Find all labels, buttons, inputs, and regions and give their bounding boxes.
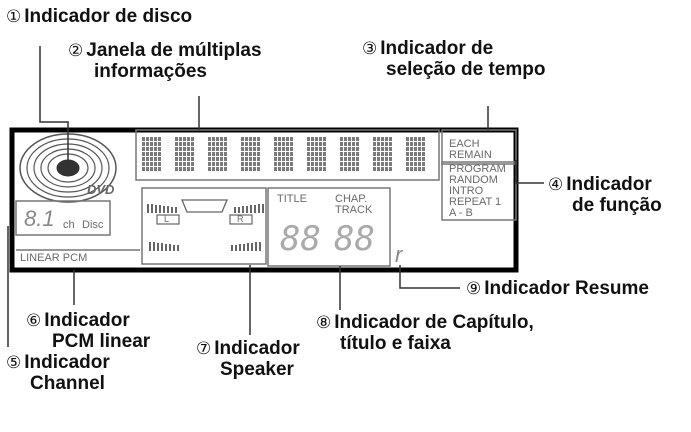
function-random: RANDOM bbox=[449, 174, 498, 186]
channel-disc: Disc bbox=[82, 219, 104, 231]
multi-info-window bbox=[135, 129, 440, 181]
dot-matrix-char bbox=[373, 137, 392, 171]
function-ab: A - B bbox=[449, 207, 473, 219]
dot-matrix-char bbox=[208, 137, 227, 171]
speaker-bars bbox=[147, 199, 264, 251]
time-remain: REMAIN bbox=[449, 149, 492, 161]
dot-matrix-char bbox=[175, 137, 194, 171]
display-outer-frame bbox=[9, 127, 519, 273]
speaker-right-label: R bbox=[237, 214, 244, 224]
function-repeat: REPEAT 1 bbox=[449, 196, 502, 208]
time-selection-box bbox=[441, 129, 517, 165]
function-program: PROGRAM bbox=[449, 163, 506, 175]
speaker-left-label: L bbox=[164, 214, 170, 224]
function-intro: INTRO bbox=[449, 185, 484, 197]
speaker-indicator-box bbox=[141, 187, 267, 265]
dot-matrix-char bbox=[274, 137, 293, 171]
channel-unit: ch bbox=[63, 219, 75, 231]
dvd-logo: DVD bbox=[87, 182, 115, 197]
chapter-title-track-box bbox=[267, 187, 391, 267]
chap-label: CHAP. bbox=[335, 193, 368, 205]
dot-matrix-blocks bbox=[142, 137, 425, 171]
track-label: TRACK bbox=[335, 204, 373, 216]
title-label: TITLE bbox=[277, 193, 307, 205]
linear-pcm-text: LINEAR PCM bbox=[20, 252, 88, 264]
dot-matrix-char bbox=[406, 137, 425, 171]
leader-lines bbox=[7, 46, 544, 347]
resume-indicator: r bbox=[395, 242, 403, 267]
dot-matrix-char bbox=[340, 137, 359, 171]
dot-matrix-char bbox=[241, 137, 260, 171]
channel-digits: 8.1 bbox=[24, 206, 55, 231]
counter-left: 88 bbox=[280, 219, 321, 259]
channel-indicator-box bbox=[15, 200, 111, 236]
dot-matrix-char bbox=[142, 137, 161, 171]
dot-matrix-char bbox=[307, 137, 326, 171]
counter-right: 88 bbox=[334, 219, 375, 259]
function-indicator-box bbox=[441, 161, 517, 221]
time-each: EACH bbox=[449, 138, 480, 150]
